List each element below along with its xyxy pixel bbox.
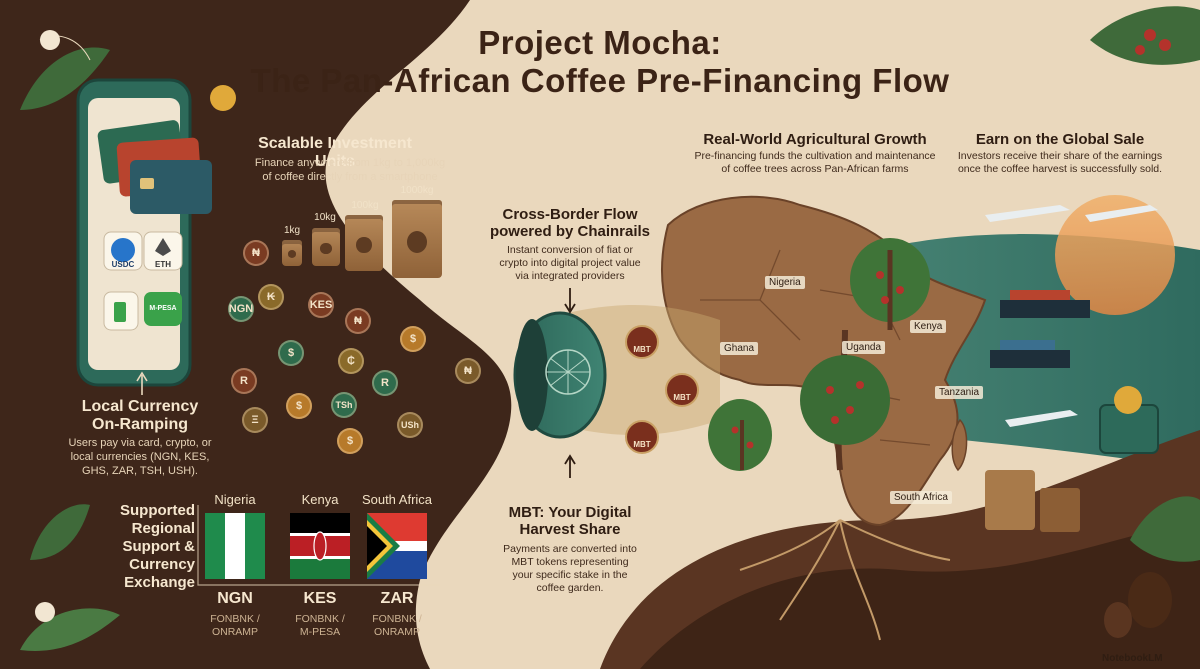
onramp-body-3: GHS, ZAR, TSH, USH). [82,465,198,477]
onramp-body-1: Users pay via card, crypto, or [68,437,212,449]
regional-heading-3: Support & [122,538,196,555]
map-label-south-africa: South Africa [890,491,952,504]
earn-heading: Earn on the Global Sale [975,131,1145,148]
bag-label-1kg: 1kg [283,225,301,236]
coffee-bag-1kg [282,240,302,266]
sun [1055,195,1175,315]
currency-coin: ₭ [258,284,284,310]
crossborder-body-3: via integrated providers [515,270,625,282]
provider-south-africa-2: ONRAMP [373,626,421,638]
provider-kenya-2: M-PESA [299,626,341,638]
coffee-bag-1000kg [392,200,442,278]
currency-coin: R [372,370,398,396]
crossborder-heading-1: Cross-Border Flow [502,206,638,223]
regional-heading-5: Exchange [124,574,195,591]
currency-coin: $ [400,326,426,352]
map-label-tanzania: Tanzania [935,386,984,399]
mbt-token: MBT [625,325,659,359]
onramp-heading-1: Local Currency [81,398,199,415]
mbt-body-4: coffee garden. [536,582,604,594]
currency-coin: R [231,368,257,394]
provider-nigeria-1: FONBNK / [210,613,260,625]
currency-coin: ₵ [338,348,364,374]
title-line-2: The Pan-African Coffee Pre-Financing Flo… [250,62,950,99]
bag-label-10kg: 10kg [314,212,336,223]
currency-coin: Ξ [242,407,268,433]
onramp-heading-2: On-Ramping [92,416,188,433]
currency-coin: TSh [331,392,357,418]
earn-body-1: Investors receive their share of the ear… [957,150,1163,162]
currency-coin: ₦ [345,308,371,334]
regional-heading-2: Regional [131,520,195,537]
currency-coin: $ [337,428,363,454]
currency-code-zar: ZAR [380,590,414,607]
earn-body-2: once the coffee harvest is successfully … [957,163,1163,175]
map-label-kenya: Kenya [910,320,947,333]
mbt-body-1: Payments are converted into [503,543,637,555]
mbt-body-3: your specific stake in the [512,569,628,581]
bag-label-100kg: 100kg [351,200,379,211]
onramp-body-2: local currencies (NGN, KES, [70,451,210,463]
provider-nigeria-2: ONRAMP [211,626,259,638]
country-name-kenya: Kenya [301,492,339,507]
currency-coin: ₦ [455,358,481,384]
regional-heading-4: Currency [129,556,195,573]
currency-coin: NGN [228,296,254,322]
currency-code-ngn: NGN [217,590,253,607]
bag-label-1000kg: 1000kg [400,185,434,196]
mbt-heading-1: MBT: Your Digital [508,504,632,521]
currency-coin: $ [286,393,312,419]
map-label-ghana: Ghana [720,342,759,355]
regional-heading-1: Supported [120,502,195,519]
currency-code-kes: KES [303,590,337,607]
notebooklm-logo: NotebookLM [1102,653,1163,664]
coffee-bag-100kg [345,215,383,271]
mbt-body-2: MBT tokens representing [511,556,629,568]
crossborder-body-2: crypto into digital project value [499,257,641,269]
title-line-1: Project Mocha: [478,24,722,61]
mbt-token: MBT [625,420,659,454]
provider-kenya-1: FONBNK / [295,613,345,625]
eth-app-label: ETH [155,260,171,269]
map-label-uganda: Uganda [842,341,886,354]
crossborder-body-1: Instant conversion of fiat or [506,244,634,256]
provider-south-africa-1: FONBNK / [372,613,422,625]
investment-body-2: of coffee directly from a smartphone [262,171,438,183]
country-name-nigeria: Nigeria [214,492,256,507]
currency-coin: USh [397,412,423,438]
usdc-app-label: USDC [111,260,135,269]
currency-coin: KES [308,292,334,318]
investment-body-1: Finance anywhere from 1kg to 1,000kg [254,157,446,169]
growth-body-2: of coffee trees across Pan-African farms [721,163,909,175]
mbt-heading-2: Harvest Share [519,521,621,538]
mbt-token: MBT [665,373,699,407]
growth-body-1: Pre-financing funds the cultivation and … [694,150,936,162]
investment-heading: Scalable Investment Units [258,135,412,170]
crossborder-heading-2: powered by Chainrails [489,223,651,240]
coffee-bag-10kg [312,228,340,266]
growth-heading: Real-World Agricultural Growth [703,131,927,148]
currency-coin: $ [278,340,304,366]
currency-coin: ₦ [243,240,269,266]
country-name-south-africa: South Africa [361,492,433,507]
map-label-nigeria: Nigeria [765,276,805,289]
mpesa-app-label: M-PESA [149,305,177,312]
